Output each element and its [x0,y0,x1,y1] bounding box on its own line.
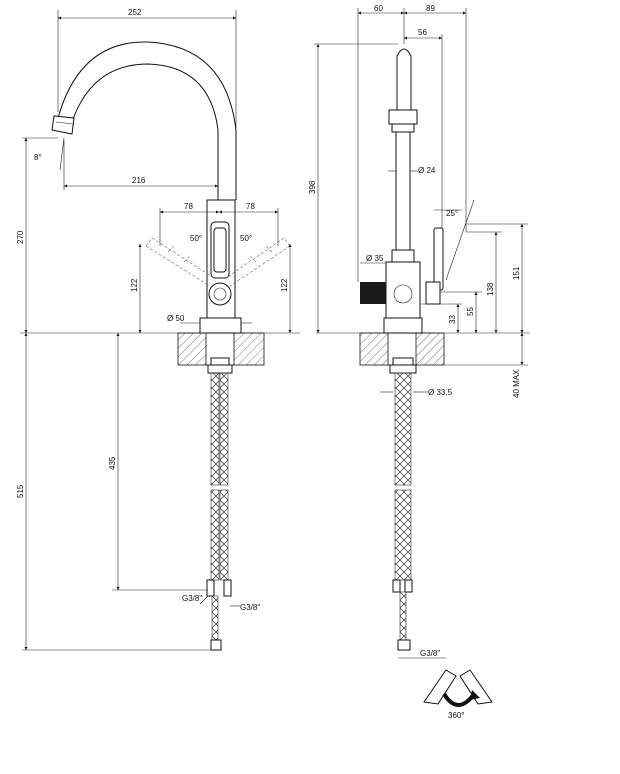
side-cold-handle [360,282,386,304]
dim-spout-depth: 56 [418,28,427,37]
dim-handle-angle-left: 50° [190,234,202,243]
thread-label-right: G3/8" [240,603,260,612]
dim-handle-height-right: 122 [280,278,289,292]
dim-handle-height-left: 122 [130,278,139,292]
dim-height-151: 151 [512,266,521,280]
dim-spout-angle: 8° [34,153,42,162]
dim-base-diameter: Ø 50 [167,314,185,323]
side-view: 60 89 56 398 Ø 24 25° Ø 35 151 138 55 [308,4,530,659]
thread-label-left: G3/8" [182,594,202,603]
dim-shank-diameter: Ø 33,5 [428,388,453,397]
front-hose-right [219,372,229,486]
rotation-arrow-icon: 360° [423,669,493,720]
front-hose-left [210,372,220,486]
front-handle-swing-right [225,237,291,287]
dim-spout-reach: 216 [132,176,146,185]
dim-total-below: 515 [16,484,25,498]
dim-total-height: 398 [308,180,317,194]
thread-label-side: G3/8" [420,649,440,658]
dim-deck-thickness: 40 MAX [512,369,521,398]
dim-height-33: 33 [448,315,457,324]
side-lever [433,227,444,291]
dim-depth-back: 60 [374,4,383,13]
dim-spout-height: 270 [16,230,25,244]
dim-spout-diameter: Ø 24 [418,166,436,175]
side-hose [394,372,412,486]
side-body [385,261,421,319]
front-handle-swing-left [145,237,215,287]
side-spout [396,48,412,111]
front-spout [57,41,237,200]
front-view: 252 216 8° 78 78 50° 50° 122 122 270 Ø 5… [16,8,300,651]
dim-width-total: 252 [128,8,142,17]
dim-right-offset: 78 [246,202,255,211]
rotation-label: 360° [448,711,465,720]
front-aerator [51,115,75,135]
dim-body-diameter: Ø 35 [366,254,384,263]
dim-depth-front: 89 [426,4,435,13]
dim-hose-length: 435 [108,456,117,470]
dim-handle-angle-right: 50° [240,234,252,243]
dim-height-138: 138 [486,282,495,296]
front-cartridge [208,282,232,306]
dim-left-offset: 78 [184,202,193,211]
dim-height-55: 55 [466,307,475,316]
dim-lever-angle: 25° [446,209,458,218]
